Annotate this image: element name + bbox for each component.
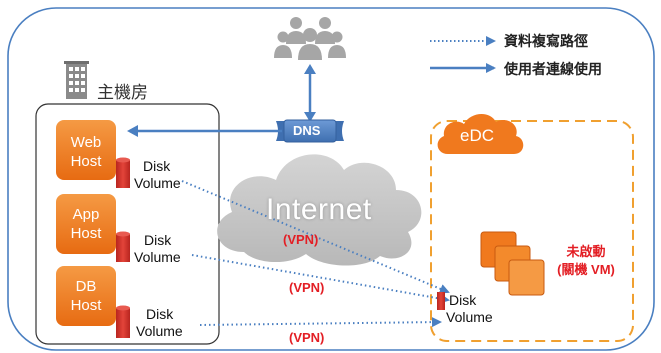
inactive-vm-line2: (關機 VM) — [557, 262, 615, 277]
web-host-label: Web Host — [57, 133, 115, 171]
building-icon — [64, 61, 89, 99]
edc-disk-volume-label: Disk Volume — [446, 292, 493, 326]
replication-arrow — [199, 317, 442, 328]
replication-arrow — [191, 254, 450, 304]
inactive-vm-label: 未啟動 (關機 VM) — [548, 243, 624, 279]
server-room-label: 主機房 — [97, 83, 148, 102]
app-host-label: App Host — [57, 205, 115, 243]
dns-to-web-arrowhead — [127, 125, 138, 137]
edc-box — [430, 120, 634, 342]
db-host-label: DB Host — [57, 277, 115, 315]
db-host-label-line2: Host — [70, 297, 102, 314]
app-host-label-line1: App — [72, 206, 100, 223]
web-disk-volume-label: Disk Volume — [134, 158, 181, 192]
disk-icon — [116, 231, 130, 262]
disk-icon — [116, 305, 130, 338]
web-disk-line1: Disk — [143, 158, 171, 174]
legend-replication-label: 資料複寫路徑 — [504, 33, 588, 49]
disk-icon — [116, 157, 130, 188]
web-host-label-line1: Web — [70, 134, 102, 151]
edc-label: eDC — [460, 126, 495, 145]
vpn-label: (VPN) — [289, 280, 325, 295]
dns-badge — [276, 119, 344, 143]
edc-disk-line1: Disk — [449, 292, 477, 308]
replication-arrow — [181, 180, 450, 294]
db-disk-line1: Disk — [146, 306, 174, 322]
edc-cloud — [437, 113, 524, 154]
edc-disk-line2: Volume — [446, 309, 493, 325]
internet-label: Internet — [266, 193, 372, 226]
web-disk-line2: Volume — [134, 175, 181, 191]
db-disk-volume-label: Disk Volume — [136, 306, 183, 340]
app-disk-line2: Volume — [134, 249, 181, 265]
app-host-box — [56, 194, 116, 254]
users-icon — [274, 17, 346, 60]
dns-label: DNS — [293, 123, 321, 138]
web-host-label-line2: Host — [70, 153, 102, 170]
outer-frame — [7, 7, 655, 351]
app-disk-line1: Disk — [144, 232, 172, 248]
vm-stack-icon — [480, 231, 545, 296]
app-host-label-line2: Host — [70, 225, 102, 242]
vpn-label: (VPN) — [283, 232, 319, 247]
app-disk-volume-label: Disk Volume — [134, 232, 181, 266]
users-dns-arrow — [304, 64, 316, 122]
db-host-box — [56, 266, 116, 326]
db-host-label-line1: DB — [75, 278, 97, 295]
disk-icon — [437, 292, 445, 310]
vpn-label: (VPN) — [289, 330, 325, 345]
web-host-box — [56, 120, 116, 180]
legend-user-connection-label: 使用者連線使用 — [504, 61, 602, 77]
db-disk-line2: Volume — [136, 323, 183, 339]
inactive-vm-line1: 未啟動 — [566, 244, 606, 259]
internet-cloud — [217, 154, 422, 266]
